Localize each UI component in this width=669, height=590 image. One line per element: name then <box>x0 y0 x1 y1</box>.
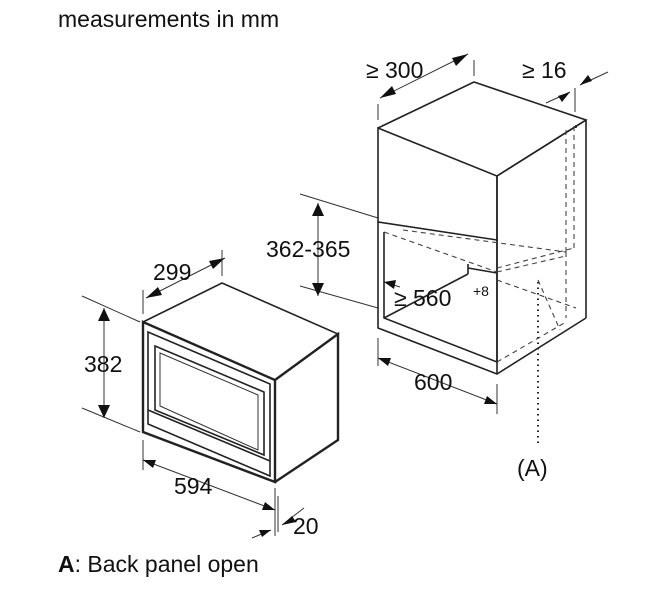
dimension-lines <box>81 53 609 539</box>
page-title: measurements in mm <box>58 6 280 32</box>
dim-appliance-width: 594 <box>174 473 213 499</box>
dim-niche-width: ≥ 560 <box>394 285 451 311</box>
dim-niche-height: 362-365 <box>266 236 350 262</box>
dim-niche-width-tolerance: +8 <box>473 283 489 299</box>
dim-appliance-depth: 299 <box>153 259 191 285</box>
dim-appliance-height: 382 <box>84 351 122 377</box>
dim-cabinet-width: 600 <box>414 369 452 395</box>
dim-panel-thickness: ≥ 16 <box>522 57 567 83</box>
footnote-text: : Back panel open <box>74 551 259 577</box>
footnote-key: A <box>58 551 75 577</box>
dim-front-depth: 20 <box>293 513 319 539</box>
cabinet-drawing <box>377 81 588 446</box>
dim-niche-depth: ≥ 300 <box>366 57 423 83</box>
appliance-drawing <box>141 282 340 484</box>
marker-a: (A) <box>517 455 548 481</box>
footnote: A: Back panel open <box>58 551 259 578</box>
